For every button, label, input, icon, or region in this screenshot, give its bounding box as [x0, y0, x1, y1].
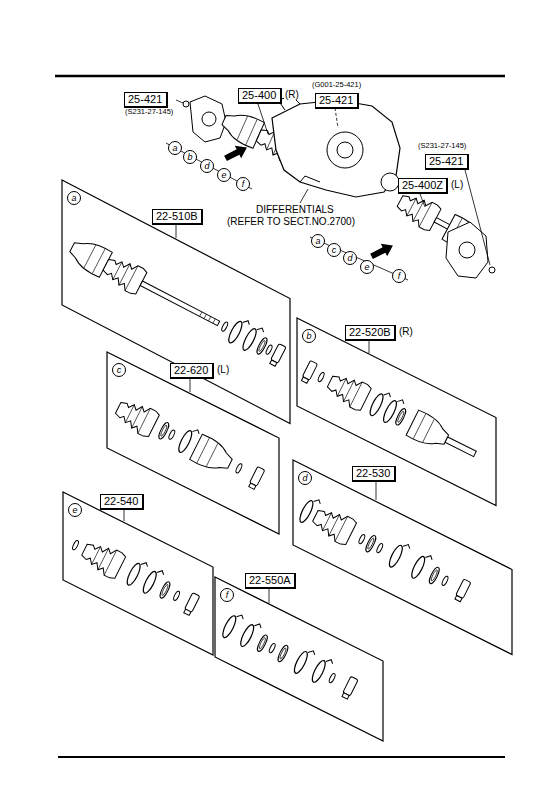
part-number: 25-400Z [402, 179, 443, 192]
part-number: 22-520B [349, 326, 391, 339]
reference-letter: c [117, 364, 122, 376]
reference-letter: b [187, 151, 192, 163]
reference-letter-circle: e [68, 503, 82, 517]
part-number-box: 25-421 [315, 93, 359, 109]
reference-letter: f [226, 589, 229, 601]
reference-note: (S231-27-145) [124, 108, 174, 116]
part-number: 22-530 [356, 467, 390, 480]
reference-letter: a [315, 235, 320, 247]
kit-panel: e 22-540 [63, 492, 213, 655]
part-number-box: 22-530 [352, 466, 396, 482]
reference-letter-circle: f [220, 588, 234, 602]
part-number-box: 22-550A [245, 573, 296, 589]
reference-letter-circle: d [200, 159, 214, 173]
panel-outline [215, 577, 383, 741]
reference-letter: d [204, 160, 209, 172]
reference-letter: a [172, 142, 177, 154]
panel-outline [63, 492, 213, 655]
part-number: 22-510B [156, 210, 198, 223]
reference-letter: a [71, 192, 76, 204]
kit-panel: f 22-550A [215, 577, 383, 741]
part-number: 25-400 [242, 89, 276, 102]
reference-letter-circle: f [236, 177, 250, 191]
side-mark: (L) [216, 364, 230, 375]
reference-letter-circle: a [311, 234, 325, 248]
part-number: 25-421 [128, 93, 162, 106]
part-number-box: 22-540 [100, 494, 144, 510]
reference-letter: b [306, 330, 311, 342]
part-number-box: 25-421 [425, 154, 469, 170]
reference-letter-circle: a [168, 141, 182, 155]
reference-letter-circle: b [183, 150, 197, 164]
panel-border [63, 492, 213, 655]
part-number: 25-421 [429, 155, 463, 168]
side-mark: (L) [450, 179, 464, 190]
reference-letter: e [72, 504, 77, 516]
reference-letter-circle: f [392, 269, 406, 283]
part-number-box: 25-400 [238, 88, 282, 104]
part-number-box: 25-421 [124, 92, 168, 108]
part-number-box: 25-400Z [398, 178, 448, 194]
reference-letter-circle: e [360, 260, 374, 274]
reference-letter: f [242, 178, 245, 190]
reference-letter: c [332, 244, 337, 256]
part-number: 22-540 [104, 495, 138, 508]
panel-border [293, 460, 512, 655]
reference-letter: d [347, 252, 352, 264]
part-number-box: 22-520B [345, 325, 396, 341]
reference-letter-circle: c [112, 363, 126, 377]
side-mark: (R) [284, 89, 300, 100]
reference-letter-circle: e [217, 168, 231, 182]
reference-letter: f [398, 270, 401, 282]
reference-letter: d [302, 472, 307, 484]
part-number: 25-421 [319, 94, 353, 107]
panel-border [215, 577, 383, 741]
reference-letter: e [364, 261, 369, 273]
reference-letter-circle: d [343, 251, 357, 265]
part-number: 22-620 [174, 364, 208, 377]
reference-note: (REFER TO SECT.NO.2700) [226, 216, 356, 227]
part-number-box: 22-510B [152, 209, 203, 225]
reference-note: (S231-27-145) [417, 142, 467, 150]
reference-letter-circle: c [327, 243, 341, 257]
reference-note: (G001-25-421) [311, 81, 362, 89]
part-number: 22-550A [249, 574, 291, 587]
side-mark: (R) [398, 326, 414, 337]
panel-outline [293, 460, 512, 655]
reference-letter: e [221, 169, 226, 181]
reference-note: DIFFERENTIALS [255, 204, 335, 215]
reference-letter-circle: d [298, 471, 312, 485]
reference-letter-circle: a [67, 191, 81, 205]
reference-letter-circle: b [302, 329, 316, 343]
kit-panel: d 22-530 [293, 460, 512, 655]
part-number-box: 22-620 [170, 363, 214, 379]
